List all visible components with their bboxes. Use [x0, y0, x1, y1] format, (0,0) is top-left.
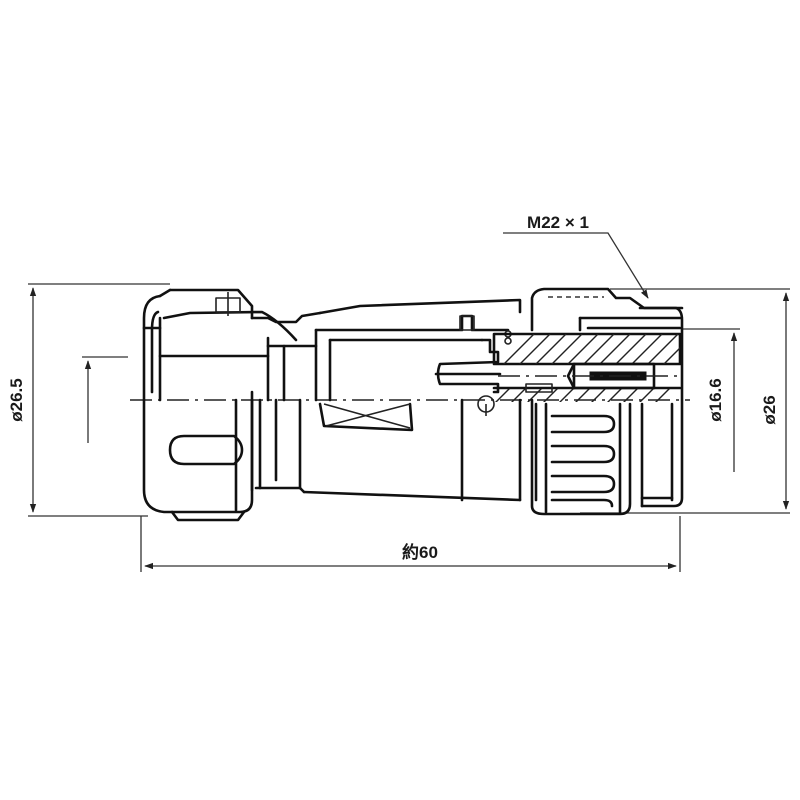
- thread-callout: M22 × 1: [503, 213, 649, 299]
- main-body: [302, 298, 522, 502]
- retainer-tab: [459, 315, 475, 331]
- dimension-overall-length: 約60: [140, 516, 681, 572]
- inner-diameter-label: ø16.6: [706, 378, 725, 421]
- collar: [250, 311, 322, 494]
- dimension-inner-diameter: ø16.6: [682, 328, 740, 472]
- clamp-nut: [142, 288, 298, 522]
- knurl-grip: [550, 414, 616, 508]
- hatching-top: [503, 334, 680, 364]
- dimension-inner-reference-left: [82, 356, 128, 443]
- overall-length-label: 約60: [402, 542, 438, 562]
- thread-label: M22 × 1: [527, 213, 589, 232]
- right-diameter-label: ø26: [760, 395, 779, 424]
- dimension-left-diameter: ø26.5: [7, 283, 170, 517]
- coupling-nut: [530, 287, 684, 516]
- hatching-bottom: [495, 388, 671, 402]
- contact-insulator: [434, 330, 682, 416]
- left-diameter-label: ø26.5: [7, 378, 26, 421]
